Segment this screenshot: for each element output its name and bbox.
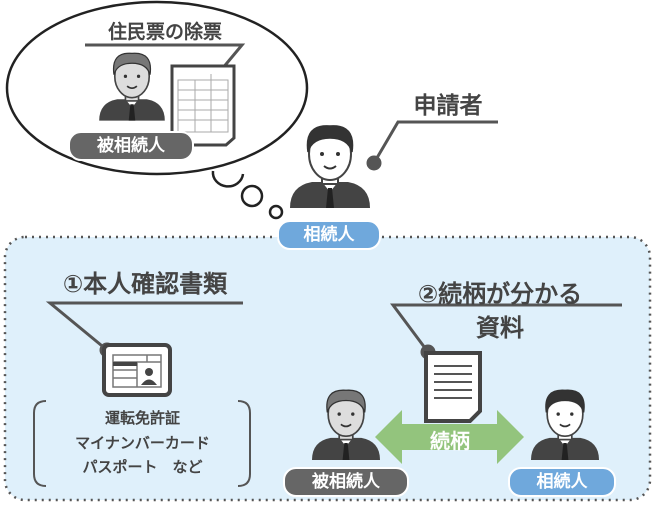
decedent-figure xyxy=(312,389,380,460)
relationship-double-arrow xyxy=(375,410,524,464)
id-example-1: 運転免許証 xyxy=(104,409,180,427)
relationship-arrow-label: 続柄 xyxy=(430,429,470,453)
resident-record-title: 住民票の除票 xyxy=(107,21,222,43)
relation-leader-line xyxy=(390,303,622,353)
id-example-3: パスポート など xyxy=(82,458,203,476)
id-card-icon xyxy=(102,343,172,397)
decedent-badge-bubble: 被相続人 xyxy=(68,131,194,161)
id-documents-title: ①本人確認書類 xyxy=(62,270,228,298)
applicant-role-badge: 相続人 xyxy=(277,220,381,250)
relationship-docs-title-line2: 資料 xyxy=(476,314,524,342)
left-bracket xyxy=(33,400,47,487)
applicant-figure xyxy=(290,125,370,208)
right-bracket xyxy=(237,400,251,487)
relationship-document-icon xyxy=(424,351,482,423)
decedent-figure-bubble xyxy=(99,52,165,121)
heir-badge: 相続人 xyxy=(508,467,616,497)
relationship-docs-title-line1: ②続柄が分かる xyxy=(417,280,583,308)
id-leader-line xyxy=(45,301,243,352)
applicant-leader-line xyxy=(372,120,498,164)
id-example-2: マイナンバーカード xyxy=(75,434,210,452)
applicant-title: 申請者 xyxy=(413,93,483,119)
decedent-badge: 被相続人 xyxy=(283,467,409,497)
heir-figure xyxy=(531,389,599,460)
